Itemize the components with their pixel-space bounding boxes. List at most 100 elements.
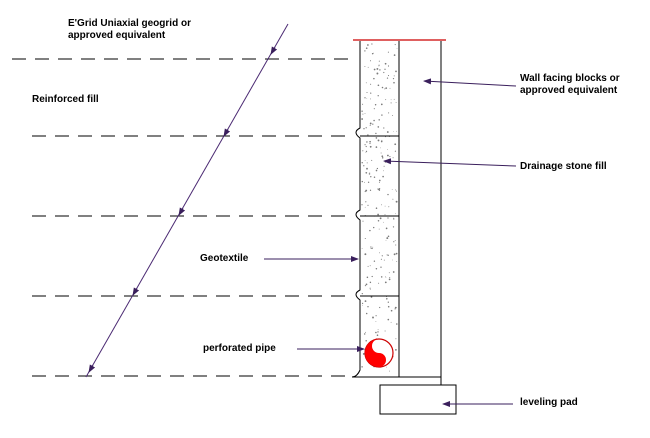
stone-speckle [396,190,397,192]
stone-speckle [373,260,376,262]
stone-speckle [381,157,384,159]
stone-speckle [387,65,390,67]
stone-speckle [365,312,368,315]
stone-speckle [370,296,373,298]
stone-speckle [364,113,366,114]
stone-speckle [367,66,369,68]
stone-speckle [380,266,382,268]
label-perforated-pipe: perforated pipe [203,343,276,354]
stone-speckle [367,134,369,136]
stone-speckle [396,260,398,262]
label-leveling-pad: leveling pad [520,397,578,408]
stone-speckle [365,171,368,174]
stone-speckle [393,218,395,220]
stone-speckle [375,315,377,317]
stone-speckle [369,122,372,125]
stone-speckle [387,254,389,256]
drainage-stone-column [360,41,399,377]
stone-speckle [371,43,373,45]
leader-lines [264,78,517,407]
stone-speckle [372,246,374,248]
stone-speckle [385,239,387,241]
stone-speckle [365,201,367,203]
stone-speckle [386,254,388,256]
stone-speckle [383,259,385,261]
stone-speckle [375,169,378,172]
stone-speckle [384,205,386,207]
stone-speckle [383,127,385,129]
stone-speckle [364,284,366,286]
stone-speckle [372,123,374,125]
stone-speckle [369,288,371,290]
stone-speckle [366,167,368,170]
stone-speckle [361,292,363,295]
stone-speckle [364,160,366,161]
stone-speckle [374,103,377,106]
stone-speckle [372,316,374,319]
stone-speckle [364,333,366,335]
stone-speckle [369,265,371,267]
stone-speckle [367,44,369,46]
stone-speckle [386,366,388,368]
stone-speckle [366,97,368,99]
stone-speckle [367,181,370,183]
stone-speckle [362,220,364,222]
stone-speckle [379,217,382,220]
stone-speckle [393,130,394,132]
stone-speckle [384,68,386,70]
stone-speckle [387,217,389,219]
stone-speckle [388,159,390,161]
stone-speckle [396,130,397,132]
stone-speckle [388,112,390,114]
stone-speckle [384,214,386,216]
stone-speckle [373,77,375,80]
stone-speckle [394,143,397,146]
stone-speckle [392,226,395,228]
stone-speckle [393,81,395,84]
stone-speckle [385,227,388,230]
stone-speckle [395,70,397,73]
stone-speckle [393,75,395,77]
stone-speckle [361,366,363,368]
stone-speckle [370,246,372,248]
stone-speckle [367,306,369,308]
geogrid-diagonal [85,23,289,378]
stone-speckle [395,349,397,351]
stone-speckle [375,137,378,139]
stone-speckle [393,54,396,56]
stone-speckle [389,156,391,158]
stone-speckle [380,276,383,278]
stone-speckle [393,253,396,256]
stone-speckle [364,191,366,193]
stone-speckle [381,114,383,116]
stone-speckle [377,213,379,216]
stone-speckle [370,98,371,100]
stone-speckle [386,237,389,240]
stone-speckle [390,321,392,323]
label-drainage-stone: Drainage stone fill [520,161,607,172]
stone-speckle [370,92,372,94]
stone-speckle [394,306,397,309]
stone-speckle [390,99,392,101]
stone-speckle [384,88,386,90]
stone-speckle [381,86,384,89]
stone-speckle [377,329,379,331]
stone-speckle [395,189,397,191]
stone-speckle [392,198,394,200]
stone-speckle [387,75,390,77]
perforated-pipe [364,338,394,368]
stone-speckle [380,140,383,143]
stone-speckle [383,170,384,172]
stone-speckle [385,87,388,89]
stone-speckle [389,277,391,279]
stone-speckle [375,146,378,148]
stone-speckle [364,253,367,256]
leveling-pad [379,384,457,415]
stone-speckle [373,68,376,71]
stone-speckle [377,95,379,97]
stone-speckle [375,267,378,270]
stone-speckle [365,127,367,129]
stone-speckle [380,152,382,154]
stone-speckle [395,338,397,340]
